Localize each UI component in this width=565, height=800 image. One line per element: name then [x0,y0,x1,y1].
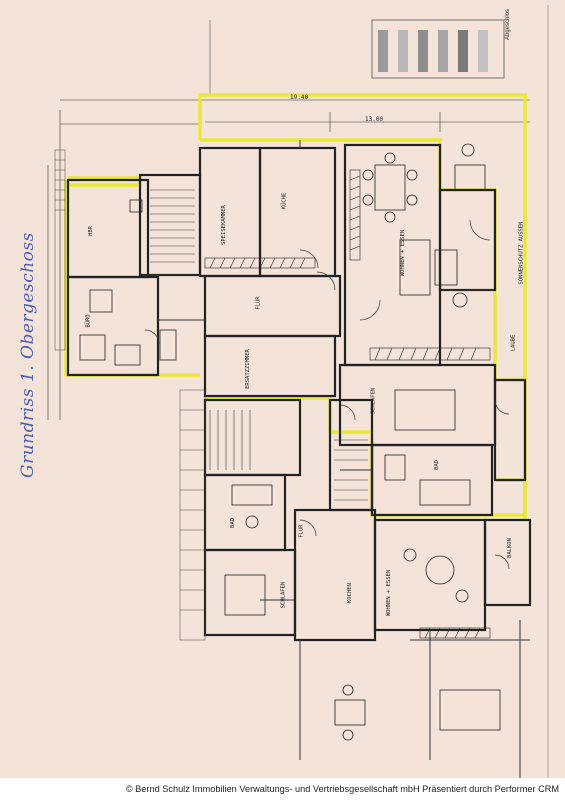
furniture [79,143,501,741]
floor-plan-drawing [47,5,549,778]
room-label-balkon: BALKON [506,538,513,558]
room-label-ersatzzimmer: ERSATZZIMMER [244,349,251,389]
room-label-kochen: KOCHEN [346,583,353,603]
stair-lines [150,189,368,501]
room-label-buero: BÜRO [85,314,92,328]
room-label-schlafen-2: SCHLAFEN [280,581,287,609]
room-label-hbr: HBR [87,226,94,236]
dimension-top-right: 13.00 [365,116,384,123]
room-label-schlafen: SCHLAFEN [370,387,377,415]
room-label-laube: LAUBE [510,334,517,352]
legend-title: Abgeschlos [505,8,511,40]
copyright-footer: © Bernd Schulz Immobilien Verwaltungs- u… [0,778,565,800]
room-label-kueche: KÜCHE [281,192,288,210]
legend-box [371,19,505,79]
external-stairs [54,149,206,641]
room-label-speisekammer: SPEISEKAMMER [220,205,227,245]
handwritten-title: Grundriss 1. Obergeschoss [18,232,38,478]
dimension-top-overall: 19.40 [290,94,309,101]
room-label-wohnen-essen-2: WOHNEN + ESSEN [386,569,393,617]
room-label-wohnen-essen: WOHNEN + ESSEN [400,229,407,277]
room-label-bad-2: BAD [229,518,236,528]
floor-plan-sheet: HBR BÜRO SPEISEKAMMER KÜCHE WOHNEN + ESS… [0,0,565,778]
room-label-sonnenschutz: SONNENSCHUTZ AUSSEN [518,221,525,285]
door-swings [144,219,510,570]
room-label-flur: FLUR [255,296,262,310]
room-label-bad: BAD [433,460,440,470]
room-label-flur-2: FLUR [298,524,305,538]
walls [66,143,532,642]
hatched-walls [204,169,491,639]
apartment-highlight [64,93,527,520]
dimension-lines [47,99,530,420]
